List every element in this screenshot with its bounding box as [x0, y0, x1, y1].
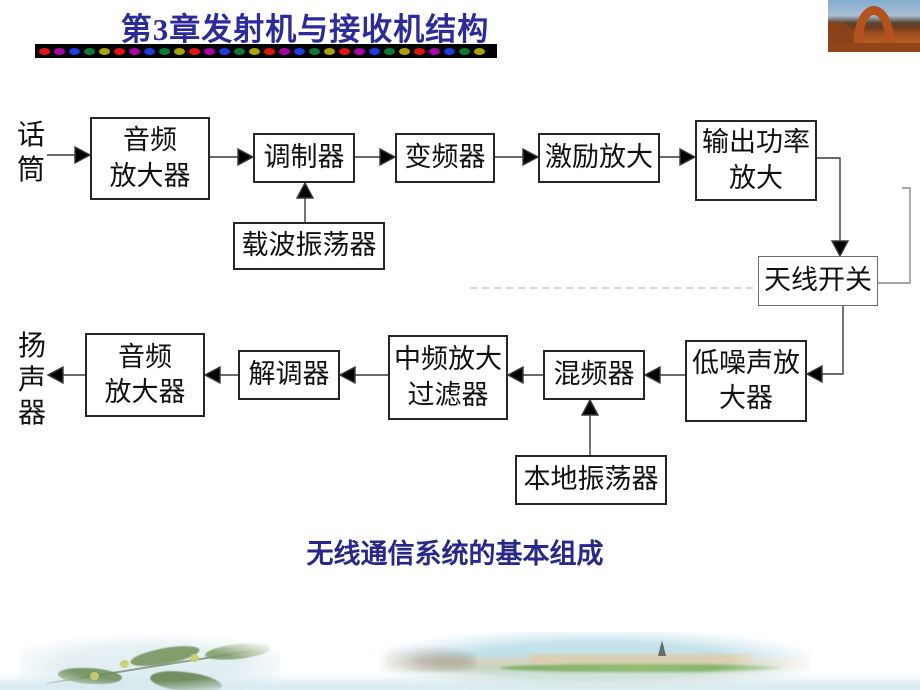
connector-drive-amp-to-power-amp	[660, 147, 697, 167]
greenbank-shape	[500, 664, 780, 672]
node-low-noise-amplifier: 低噪声放 大器	[685, 340, 807, 422]
connector-mic-to-audio-amp	[47, 145, 92, 165]
spire-shape	[658, 640, 666, 656]
divider-dot	[159, 47, 170, 55]
divider-dot	[384, 47, 395, 55]
divider-dot	[174, 47, 185, 55]
divider-dot	[144, 47, 155, 55]
divider-dot	[459, 47, 470, 55]
divider-dot	[84, 47, 95, 55]
connector-modulator-to-freq-converter	[355, 147, 397, 167]
divider-dot	[54, 47, 65, 55]
node-tx-audio-amplifier: 音频 放大器	[90, 117, 210, 200]
connector-if-amp-to-demodulator	[338, 365, 388, 385]
divider-dot	[264, 47, 275, 55]
bud-shape	[190, 654, 199, 662]
connector-freq-converter-to-drive-amp	[495, 147, 540, 167]
divider-dot	[399, 47, 410, 55]
node-if-amplifier-filter: 中频放大 过滤器	[388, 335, 508, 420]
node-frequency-converter: 变频器	[395, 133, 495, 183]
divider-dot	[369, 47, 380, 55]
divider-dot	[324, 47, 335, 55]
trees-shape	[386, 646, 476, 672]
divider-dot	[279, 47, 290, 55]
arch-shape	[854, 6, 894, 46]
speaker-label: 扬 声 器	[17, 331, 46, 430]
node-drive-amplifier: 激励放大	[538, 133, 660, 183]
connector-antenna-switch-to-lna	[805, 306, 844, 384]
divider-dot	[69, 47, 80, 55]
connector-carrier-osc-to-modulator	[295, 181, 315, 222]
divider-dot	[249, 47, 260, 55]
divider-dot	[309, 47, 320, 55]
slide-title: 第3章发射机与接收机结构	[120, 12, 490, 47]
divider-dot	[474, 47, 485, 55]
buildings-shape	[530, 654, 750, 666]
node-demodulator: 解调器	[238, 350, 340, 400]
leaf-shape	[148, 665, 224, 690]
microphone-label: 话 筒	[16, 120, 45, 186]
divider-dot	[39, 47, 50, 55]
divider-dot	[204, 47, 215, 55]
divider-dot	[189, 47, 200, 55]
divider-dot	[444, 47, 455, 55]
rock-base-shape	[828, 43, 920, 52]
divider-dot	[99, 47, 110, 55]
divider-dot	[429, 47, 440, 55]
divider-dot	[114, 47, 125, 55]
diagram-caption: 无线通信系统的基本组成	[306, 539, 604, 569]
connector-audio-amp-to-modulator	[210, 147, 255, 167]
divider-dot	[129, 47, 140, 55]
leaf-branch-photo	[20, 632, 280, 690]
connector-lna-to-mixer	[643, 365, 685, 385]
connector-local-osc-to-mixer	[580, 398, 600, 455]
antenna-feed-line	[878, 187, 911, 284]
divider-dot	[414, 47, 425, 55]
node-modulator: 调制器	[253, 133, 355, 183]
divider-dot	[294, 47, 305, 55]
bud-shape	[90, 672, 99, 680]
delicate-arch-photo	[828, 0, 920, 52]
node-local-oscillator: 本地振荡器	[515, 455, 667, 505]
water-shape	[380, 674, 810, 690]
connector-mixer-to-if-amp	[506, 365, 543, 385]
divider-dot	[354, 47, 365, 55]
divider-dot	[234, 47, 245, 55]
node-antenna-switch: 天线开关	[758, 256, 878, 306]
divider-dot	[339, 47, 350, 55]
node-carrier-oscillator: 载波振荡器	[233, 222, 385, 270]
connector-demodulator-to-audio-amp	[203, 365, 238, 385]
river-city-panorama-photo	[380, 632, 810, 690]
leaf-shape	[204, 641, 272, 662]
bud-shape	[120, 660, 129, 668]
node-mixer: 混频器	[543, 350, 645, 400]
node-rx-audio-amplifier: 音频 放大器	[85, 333, 205, 417]
divider-dot	[219, 47, 230, 55]
connector-power-amp-to-antenna-switch	[817, 157, 850, 258]
connector-audio-amp-to-speaker	[46, 365, 85, 385]
node-output-power-amplifier: 输出功率 放大	[695, 120, 817, 201]
divider-dot-bar	[35, 44, 497, 58]
